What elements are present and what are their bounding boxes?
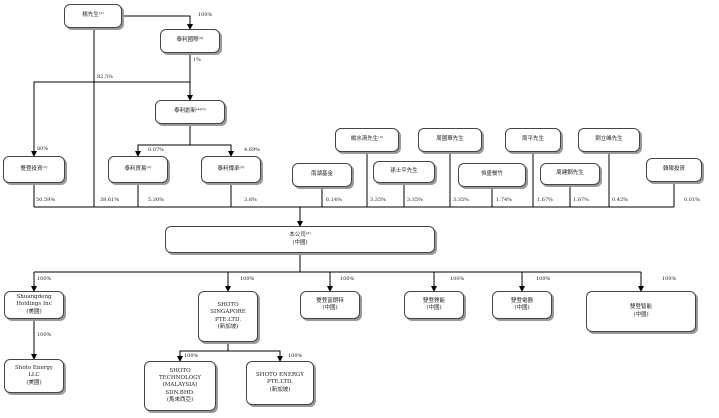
pct-zhoujg-company: 1.67% bbox=[573, 197, 589, 203]
node-mr-liu: 劉立峰先生 bbox=[578, 128, 640, 152]
pct-jingjiang-company: 0.01% bbox=[684, 197, 700, 203]
pct-sg-energy: 100% bbox=[288, 353, 303, 359]
node-sub-shoto-energy-sg: SHOTO ENERGY PTE.LTD. (新加坡) bbox=[246, 361, 314, 405]
node-mr-zhou-jg: 周建鋼先生 bbox=[540, 163, 600, 185]
pct-sun-company: 3.35% bbox=[407, 197, 423, 203]
line-yi-invest bbox=[31, 81, 94, 157]
pct-yi-direct-company: 38.61% bbox=[100, 197, 120, 203]
pct-heritage-company: 3.8% bbox=[244, 197, 257, 203]
pct-trade-company: 5.30% bbox=[148, 197, 164, 203]
node-sub-us: Shuangdeng Holdings Inc (美國) bbox=[4, 291, 64, 319]
pct-yi-holding: 100% bbox=[198, 12, 213, 18]
node-sub-energy-llc: Shoto Energy LLC (美國) bbox=[4, 359, 64, 393]
node-sub-fuchang: 雙登富朗特 (中國) bbox=[300, 291, 360, 319]
pct-liu-company: 0.42% bbox=[612, 197, 628, 203]
pct-sg-tech: 100% bbox=[184, 353, 199, 359]
node-jingjiang-invest: 韓陽投資 bbox=[646, 158, 702, 182]
pct-yi-company: 82.5% bbox=[97, 74, 113, 80]
pct-zhou-company: 3.35% bbox=[453, 197, 469, 203]
pct-venture-trade: 0.07% bbox=[148, 147, 164, 153]
node-mr-zhou-ping: 周平先生 bbox=[505, 128, 561, 152]
pct-company-lithium: 100% bbox=[450, 276, 465, 282]
node-hengsheng: 恒盛餐竹 bbox=[458, 163, 526, 187]
pct-nanhu-company: 6.14% bbox=[326, 197, 342, 203]
node-shuangdeng-invest: 雙登投資⁽²⁾ bbox=[3, 156, 65, 183]
node-sub-shoto-tech: SHOTO TECHNOLOGY (MALAYSIA) SDN.BHD. (馬來… bbox=[144, 361, 216, 411]
line-yi-holding bbox=[94, 15, 193, 30]
pct-invest-company: 50.59% bbox=[36, 197, 56, 203]
pct-venture-heritage: 4.69% bbox=[244, 147, 260, 153]
node-company: 本公司⁽⁴⁾ (中國) bbox=[165, 226, 435, 253]
pct-company-us: 100% bbox=[37, 276, 52, 282]
node-sub-bright: 雙登智能 (中國) bbox=[586, 291, 696, 332]
pct-company-fuchang: 100% bbox=[340, 276, 355, 282]
pct-yi-invest: 80% bbox=[37, 146, 49, 152]
node-sub-lithium: 雙登鋰能 (中國) bbox=[404, 291, 464, 319]
pct-hengsheng-company: 1.74% bbox=[496, 197, 512, 203]
pct-company-electric: 100% bbox=[536, 276, 551, 282]
node-nanhu-fund: 南湖基金 bbox=[292, 163, 352, 187]
node-taili-holding: 泰利國際⁽³⁾ bbox=[160, 29, 220, 53]
pct-yang-company: 3.35% bbox=[370, 197, 386, 203]
node-taili-trade: 泰利貿易⁽²⁾ bbox=[108, 156, 168, 183]
pct-zhouping-company: 1.67% bbox=[537, 197, 553, 203]
node-mr-yang-sq: 楊水清先生⁽³⁾ bbox=[335, 128, 399, 152]
node-sub-shoto-sg: SHOTO SINGAPORE PTE.LTD. (新加坡) bbox=[198, 291, 258, 342]
pct-holding-venture: 1% bbox=[193, 57, 201, 63]
pct-us-llc: 100% bbox=[37, 332, 52, 338]
node-mr-sun: 孫士平先生 bbox=[373, 161, 435, 183]
node-mr-yi: 楊先生⁽¹⁾ bbox=[64, 4, 122, 28]
node-taili-venture: 泰利創新⁽⁴⁾⁽⁵⁾ bbox=[155, 100, 225, 124]
line-venture-heritage bbox=[190, 144, 234, 157]
node-mr-zhou: 周國華先生 bbox=[418, 128, 482, 152]
pct-company-bright: 100% bbox=[662, 276, 677, 282]
node-sub-electric: 雙登電器 (中國) bbox=[492, 291, 552, 319]
node-taili-heritage: 泰利傳承⁽²⁾ bbox=[201, 156, 261, 183]
line-venture-trade bbox=[135, 124, 191, 157]
pct-company-sg: 100% bbox=[240, 276, 255, 282]
